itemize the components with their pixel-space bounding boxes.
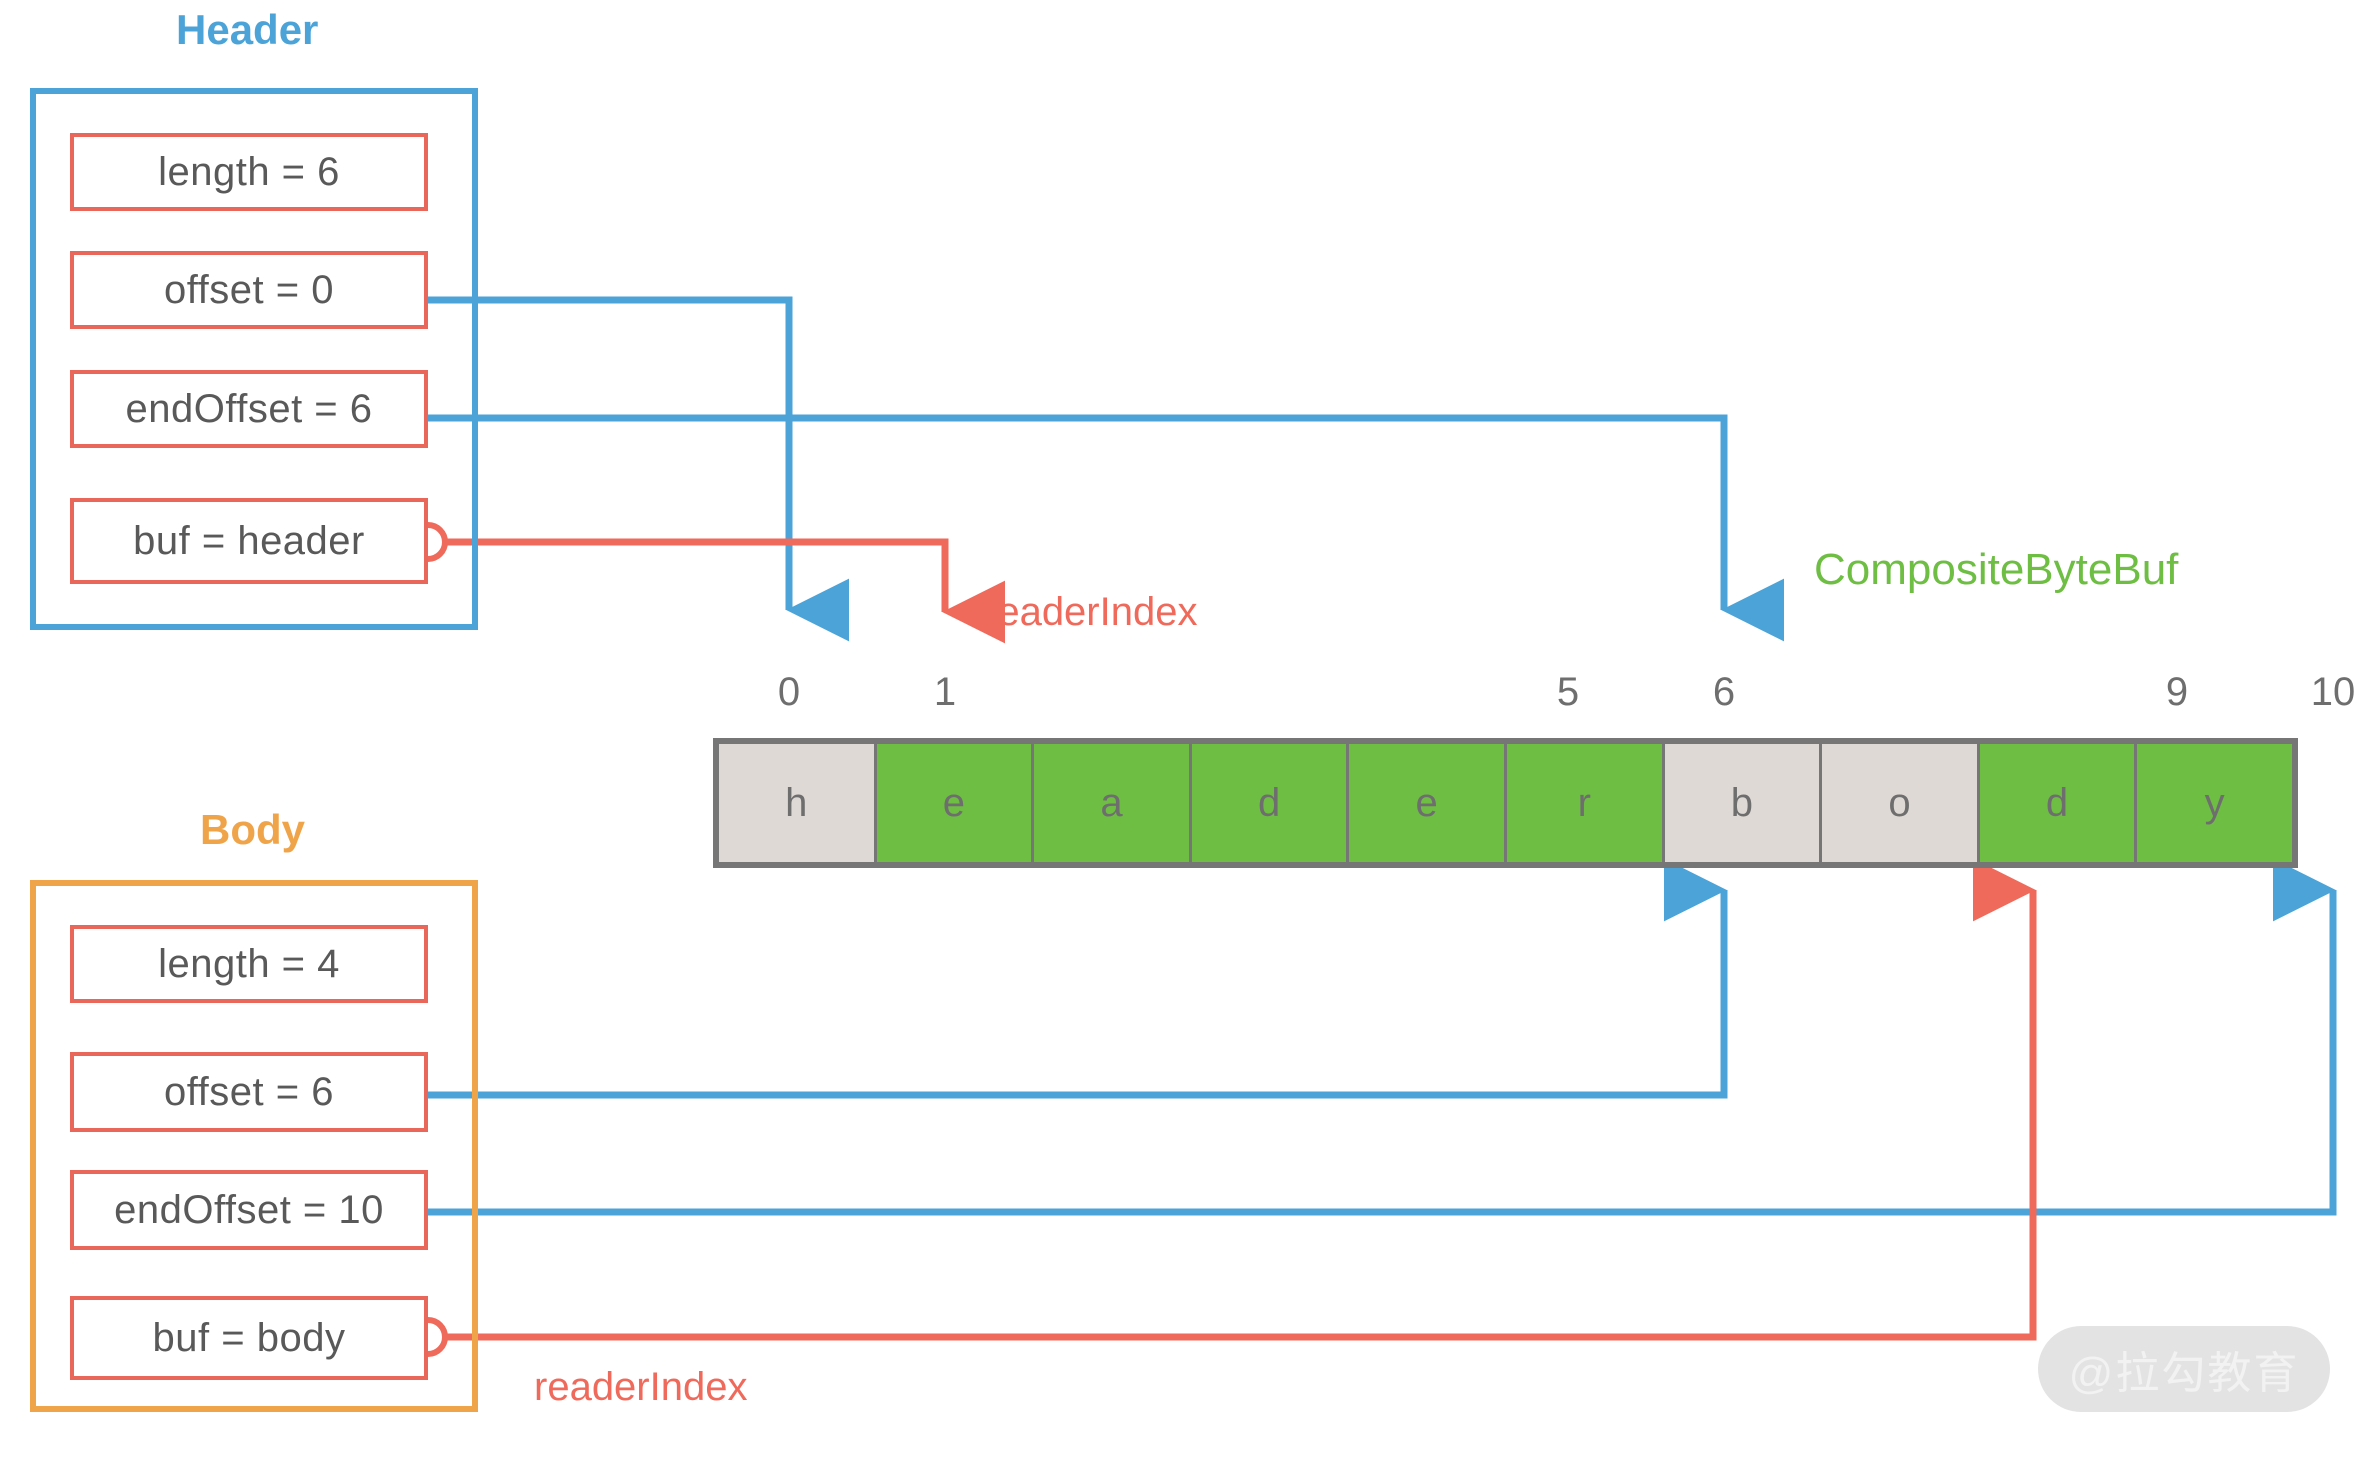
watermark-badge: @拉勾教育 — [2038, 1326, 2330, 1412]
header-field-endoffset: endOffset = 6 — [70, 370, 428, 448]
wire-header-offset — [428, 296, 850, 642]
body-field-offset: offset = 6 — [70, 1052, 428, 1132]
buffer-cell: d — [1979, 744, 2135, 862]
body-field-endoffset: endOffset = 10 — [70, 1170, 428, 1250]
buffer-index-tick: 5 — [1556, 670, 1580, 714]
buffer-cell: o — [1822, 744, 1977, 862]
buffer-cell: e — [876, 744, 1032, 862]
header-group-box — [30, 88, 478, 630]
buffer-index-tick: 10 — [2310, 670, 2356, 714]
buffer-index-tick: 6 — [1712, 670, 1736, 714]
body-field-length: length = 4 — [70, 925, 428, 1003]
header-field-length: length = 6 — [70, 133, 428, 211]
header-field-offset: offset = 0 — [70, 251, 428, 329]
body-field-buf: buf = body — [70, 1296, 428, 1380]
body-group-title: Body — [200, 806, 305, 853]
body-group-box — [30, 880, 478, 1412]
buffer-cell: y — [2137, 744, 2292, 862]
buffer-cell: r — [1506, 744, 1662, 862]
buffer-cell: h — [719, 744, 874, 862]
wire-header-endoffset — [428, 414, 1785, 642]
wire-body-endoffset — [428, 858, 2337, 1216]
buffer-index-tick: 9 — [2165, 670, 2189, 714]
wire-header-readerindex — [444, 538, 1006, 644]
buffer-index-tick: 1 — [933, 670, 957, 714]
wire-body-readerindex — [444, 858, 2037, 1341]
wire-body-offset — [428, 858, 1728, 1099]
buffer-cell: d — [1191, 744, 1347, 862]
reader-index-top-label: readerIndex — [984, 590, 1198, 634]
header-field-buf: buf = header — [70, 498, 428, 584]
header-group-title: Header — [176, 6, 319, 53]
reader-index-bottom-label: readerIndex — [534, 1365, 748, 1409]
buffer-index-tick: 0 — [777, 670, 801, 714]
buffer-cell: e — [1349, 744, 1504, 862]
buffer-cell: b — [1664, 744, 1820, 862]
composite-bytebuf-title: CompositeByteBuf — [1814, 545, 2179, 594]
buffer-cell: a — [1034, 744, 1189, 862]
